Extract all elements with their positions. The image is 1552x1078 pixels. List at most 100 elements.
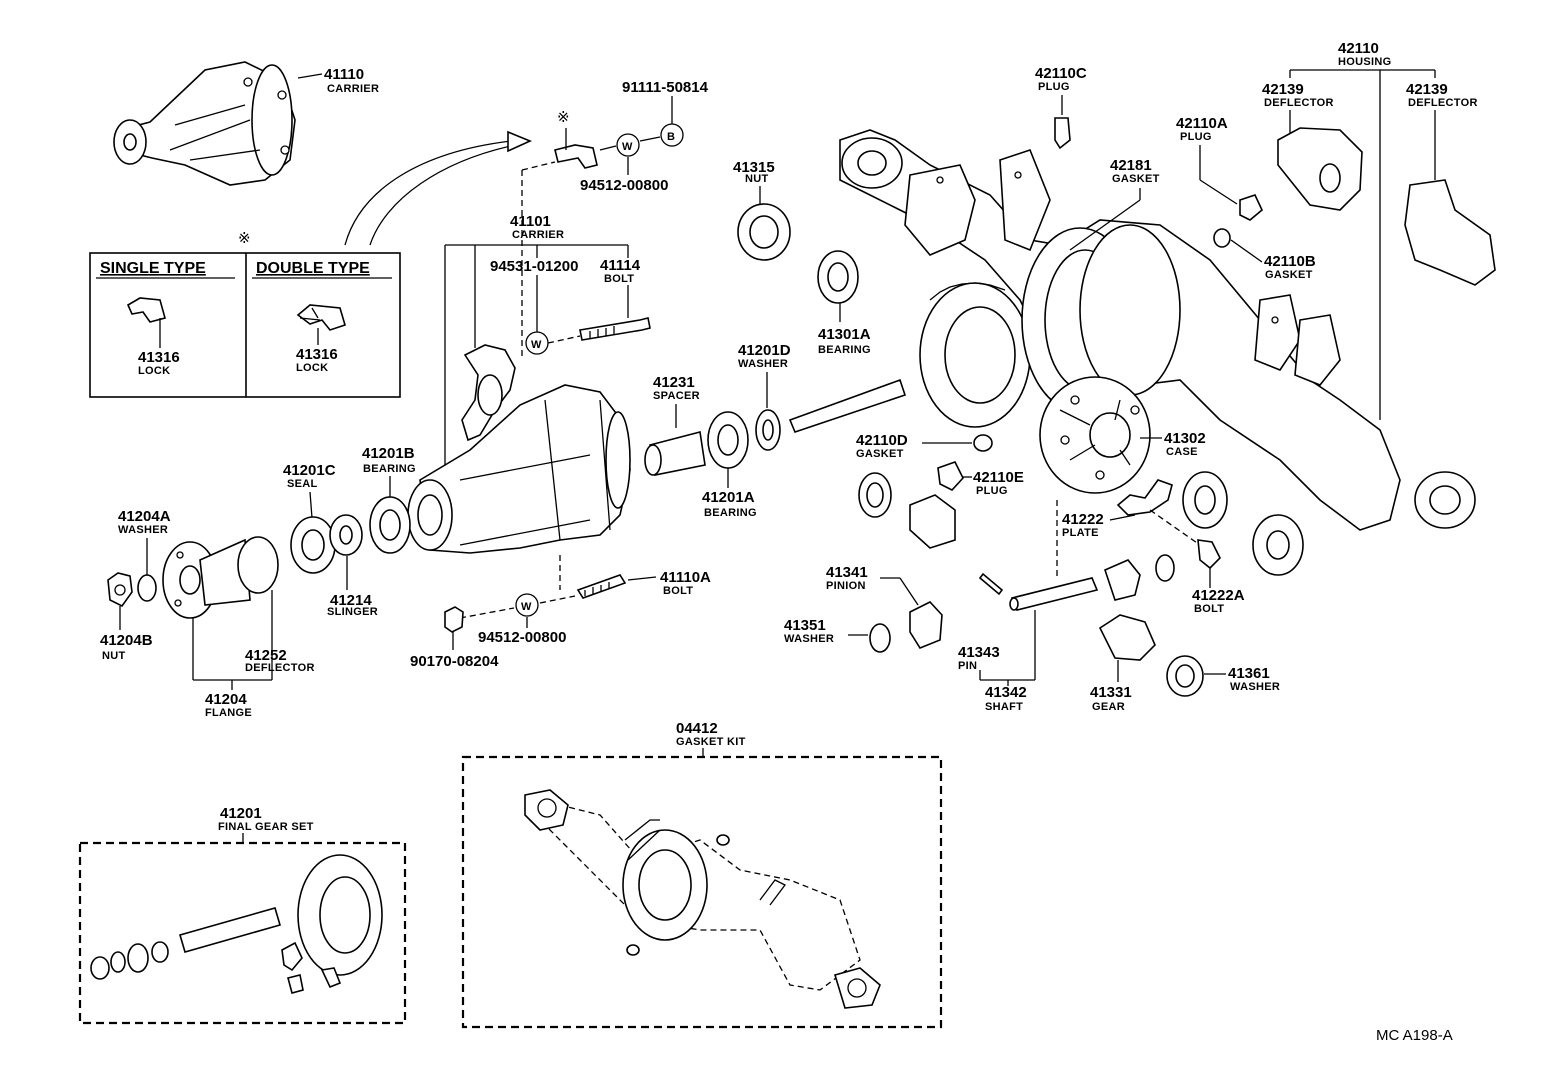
callout-41201-number: 41201 xyxy=(220,805,262,822)
callout-41110-desc: CARRIER xyxy=(327,83,379,95)
callout-41222a-desc: BOLT xyxy=(1194,603,1224,615)
side-gear-top-drawing xyxy=(1104,559,1141,601)
callout-41114-desc: BOLT xyxy=(604,273,634,285)
callout-41342-number: 41342 xyxy=(985,684,1027,701)
callout-94531-number: 94531-01200 xyxy=(490,258,578,275)
deflector-42139-right-drawing xyxy=(1404,179,1496,286)
washer-w-mark-mid: W xyxy=(531,339,542,351)
washer-41351-drawing xyxy=(869,623,891,653)
callout-41201a-desc: BEARING xyxy=(704,507,757,519)
callout-42181-number: 42181 xyxy=(1110,157,1152,174)
callout-41231-number: 41231 xyxy=(653,374,695,391)
callout-04412-desc: GASKET KIT xyxy=(676,736,746,748)
callout-42139-right-number: 42139 xyxy=(1406,81,1448,98)
flange-drawing xyxy=(162,536,279,619)
callout-41204a-number: 41204A xyxy=(118,508,171,525)
side-gear-left-drawing xyxy=(909,494,956,549)
plug-42110c-drawing xyxy=(1054,117,1071,150)
single-type-heading: SINGLE TYPE xyxy=(100,260,206,277)
lock-single-drawing xyxy=(126,297,166,323)
callout-41110a-number: 41110A xyxy=(660,569,711,586)
callout-41361-desc: WASHER xyxy=(1230,681,1280,693)
lock-double-drawing xyxy=(296,304,346,331)
callout-41201-desc: FINAL GEAR SET xyxy=(218,821,314,833)
callout-41201b-desc: BEARING xyxy=(363,463,416,475)
carrier-assembly-drawing xyxy=(113,61,296,186)
callout-41110a-desc: BOLT xyxy=(663,585,693,597)
callout-41204a-desc: WASHER xyxy=(118,524,168,536)
callout-42139-left-number: 42139 xyxy=(1262,81,1304,98)
callout-41351-number: 41351 xyxy=(784,617,826,634)
washer-w-mark-bottom: W xyxy=(521,601,532,613)
callout-41222-desc: PLATE xyxy=(1062,527,1099,539)
callout-41252-number: 41252 xyxy=(245,647,287,664)
callout-41101-desc: CARRIER xyxy=(512,229,564,241)
callout-41110-number: 41110 xyxy=(324,66,364,83)
callout-41315-number: 41315 xyxy=(733,159,775,176)
callout-42181-desc: GASKET xyxy=(1112,173,1160,185)
deflector-42139-left-drawing xyxy=(1277,127,1363,211)
gear-41331-drawing xyxy=(1098,614,1156,661)
gasket-kit-box xyxy=(461,755,943,1029)
pinion-41341-drawing xyxy=(909,601,943,649)
callout-42110a-desc: PLUG xyxy=(1180,131,1212,143)
ring-gear-drawing xyxy=(788,282,1031,433)
pointer-arrow xyxy=(344,139,521,246)
callout-41204-desc: FLANGE xyxy=(205,707,252,719)
pin-41343-drawing xyxy=(978,572,1004,596)
callout-41302-desc: CASE xyxy=(1166,446,1198,458)
plug-42110a-drawing xyxy=(1239,194,1263,221)
callout-41204b-number: 41204B xyxy=(100,632,153,649)
gasket-kit-drawing xyxy=(524,789,881,1009)
final-gear-set-drawing xyxy=(90,854,383,994)
callout-41301a-number: 41301A xyxy=(818,326,871,343)
callout-41342-desc: SHAFT xyxy=(985,701,1023,713)
lock-top-drawing xyxy=(554,144,598,169)
callout-94512-bottom-number: 94512-00800 xyxy=(478,629,566,646)
callout-41114-number: 41114 xyxy=(600,257,641,274)
callout-41351-desc: WASHER xyxy=(784,633,834,645)
callout-42110c-number: 42110C xyxy=(1035,65,1087,82)
callout-42110d-desc: GASKET xyxy=(856,448,904,460)
callout-41343-desc: PIN xyxy=(958,660,977,672)
callout-41361-number: 41361 xyxy=(1228,665,1270,682)
washer-41204a-drawing xyxy=(137,574,157,602)
callout-41204b-desc: NUT xyxy=(102,650,126,662)
gasket-42110d-drawing xyxy=(973,434,993,452)
callout-41315-desc: NUT xyxy=(745,173,769,185)
plate-41222-drawing xyxy=(1116,479,1173,516)
lock-double-number: 41316 xyxy=(296,346,338,363)
callout-42110a-number: 42110A xyxy=(1176,115,1228,132)
callout-04412-number: 04412 xyxy=(676,720,718,737)
plug-42110e-drawing xyxy=(937,461,964,491)
callout-41201b-number: 41201B xyxy=(362,445,415,462)
callout-42110e-desc: PLUG xyxy=(976,485,1008,497)
callout-42110-desc: HOUSING xyxy=(1338,56,1391,68)
callout-42110c-desc: PLUG xyxy=(1038,81,1070,93)
gasket-42110b-drawing xyxy=(1213,228,1231,248)
housing-drawing xyxy=(839,129,1476,531)
callout-41331-number: 41331 xyxy=(1090,684,1132,701)
callout-41222a-number: 41222A xyxy=(1192,587,1245,604)
callout-41301a-desc: BEARING xyxy=(818,344,871,356)
callout-91111-number: 91111-50814 xyxy=(622,79,709,96)
callout-42110b-desc: GASKET xyxy=(1265,269,1313,281)
carrier-41101-drawing xyxy=(407,384,631,554)
callout-41231-desc: SPACER xyxy=(653,390,700,402)
reference-mark: ※ xyxy=(238,230,251,247)
callout-41222-number: 41222 xyxy=(1062,511,1104,528)
callout-41214-desc: SLINGER xyxy=(327,606,378,618)
callout-90170-number: 90170-08204 xyxy=(410,653,499,670)
nut-90170-drawing xyxy=(444,606,464,633)
callout-41204-number: 41204 xyxy=(205,691,247,708)
shaft-41342-drawing xyxy=(1010,577,1099,611)
bolt-41222a-drawing xyxy=(1197,539,1221,570)
callout-41341-desc: PINION xyxy=(826,580,866,592)
final-gear-set-box xyxy=(78,841,407,1025)
reference-mark-top: ※ xyxy=(557,109,570,126)
callout-42110b-number: 42110B xyxy=(1264,253,1316,270)
callout-41331-desc: GEAR xyxy=(1092,701,1125,713)
diagram-code: MC A198-A xyxy=(1376,1027,1453,1044)
thrust-washer-drawing xyxy=(1155,554,1175,582)
callout-42139-right-desc: DEFLECTOR xyxy=(1408,97,1478,109)
